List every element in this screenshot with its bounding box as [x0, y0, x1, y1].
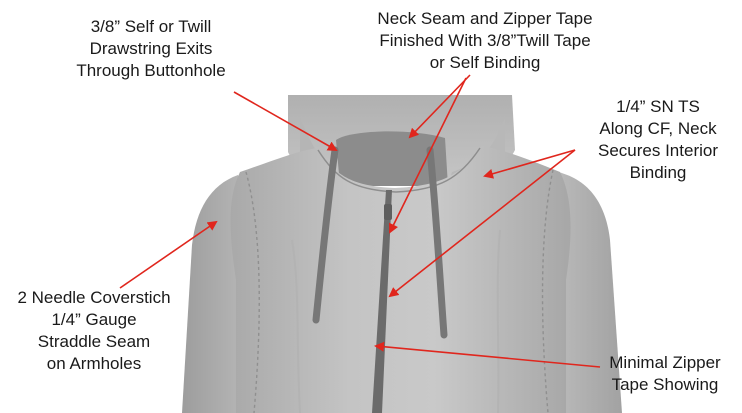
- callout-sn-ts: 1/4” SN TS Along CF, Neck Secures Interi…: [568, 96, 742, 184]
- zipper-pull: [384, 204, 392, 220]
- callout-zipper-tape: Minimal Zipper Tape Showing: [592, 352, 738, 396]
- callout-drawstring: 3/8” Self or Twill Drawstring Exits Thro…: [46, 16, 256, 82]
- hoodie-body: [231, 146, 571, 413]
- callout-neck-seam: Neck Seam and Zipper Tape Finished With …: [340, 8, 630, 74]
- callout-coverstitch: 2 Needle Coverstich 1/4” Gauge Straddle …: [0, 287, 188, 375]
